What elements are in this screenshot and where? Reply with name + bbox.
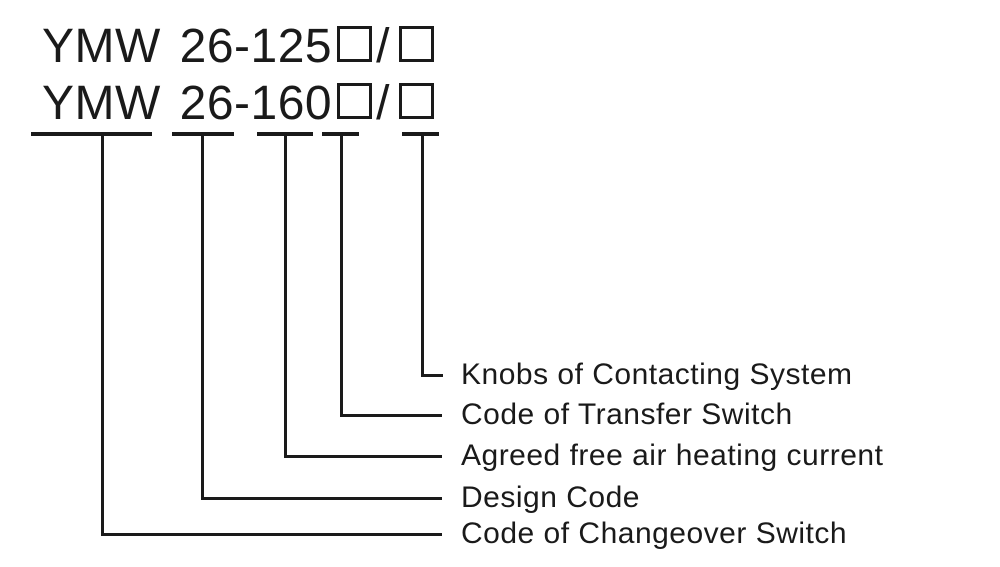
leader-horizontal-design: [201, 497, 442, 500]
slash-separator: /: [376, 20, 390, 73]
underline-segment-design: [172, 132, 234, 136]
placeholder-square-icon: [337, 26, 373, 62]
leader-horizontal-transfer: [340, 414, 442, 417]
model-number-block: YMW 26-125 / YMW 26-160 /: [42, 18, 434, 132]
leader-horizontal-changeover: [101, 533, 442, 536]
underline-segment-knobs: [402, 132, 439, 136]
placeholder-square-icon: [398, 26, 434, 62]
leader-vertical-current: [284, 135, 287, 458]
label-code-of-transfer-switch: Code of Transfer Switch: [461, 398, 793, 431]
model-line-125: YMW 26-125 /: [42, 18, 434, 75]
leader-vertical-changeover: [101, 135, 104, 536]
underline-segment-current: [257, 132, 313, 136]
underline-segment-transfer: [322, 132, 359, 136]
label-design-code: Design Code: [461, 481, 640, 514]
leader-horizontal-knobs: [421, 374, 443, 377]
placeholder-square-icon: [398, 83, 434, 119]
leader-vertical-transfer: [340, 135, 343, 417]
label-agreed-free-air-heating-current: Agreed free air heating current: [461, 439, 884, 472]
slash-separator: /: [376, 77, 390, 130]
leader-vertical-knobs: [421, 135, 424, 377]
label-knobs-of-contacting-system: Knobs of Contacting System: [461, 358, 853, 391]
underline-segment-changeover: [31, 132, 152, 136]
leader-vertical-design: [201, 135, 204, 500]
model-prefix: YMW 26-125: [42, 20, 333, 73]
placeholder-square-icon: [337, 83, 373, 119]
leader-horizontal-current: [284, 455, 442, 458]
label-code-of-changeover-switch: Code of Changeover Switch: [461, 517, 848, 550]
model-prefix: YMW 26-160: [42, 77, 333, 130]
model-line-160: YMW 26-160 /: [42, 75, 434, 132]
